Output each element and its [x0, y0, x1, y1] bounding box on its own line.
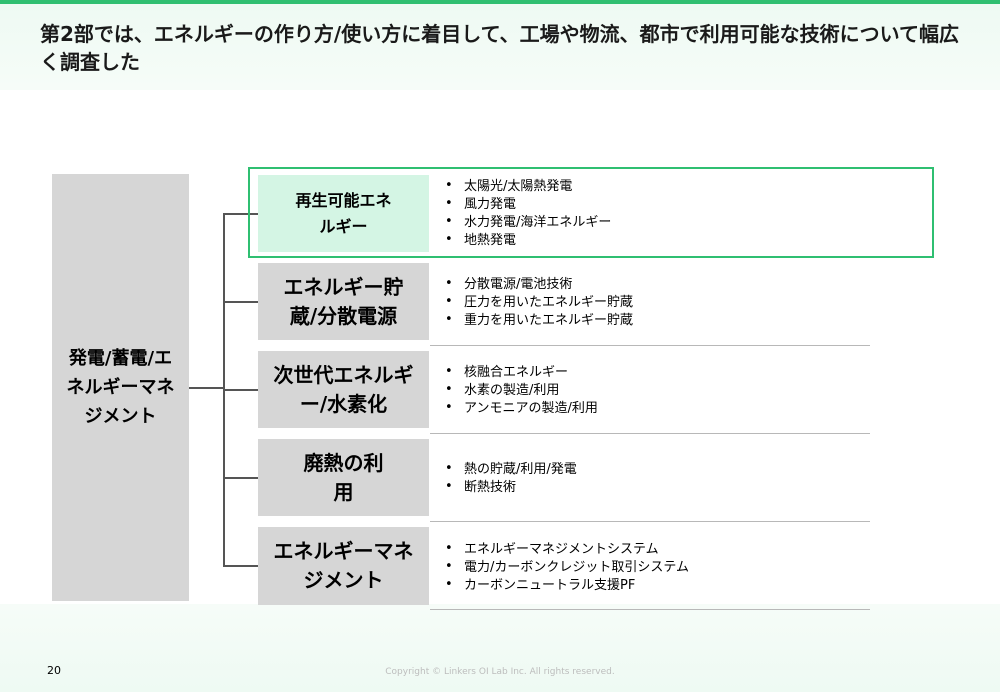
- page-number: 20: [47, 664, 61, 677]
- category-box-renewable: 再生可能エネルギー: [258, 175, 429, 252]
- root-category-box: 発電/蓄電/エネルギーマネジメント: [52, 174, 189, 601]
- list-item: 電力/カーボンクレジット取引システム: [436, 558, 866, 577]
- category-box-waste-heat: 廃熱の利用: [258, 439, 429, 516]
- list-item: 熱の貯蔵/利用/発電: [436, 460, 866, 479]
- item-list-storage: 分散電源/電池技術 圧力を用いたエネルギー貯蔵 重力を用いたエネルギー貯蔵: [436, 275, 866, 330]
- list-item: 圧力を用いたエネルギー貯蔵: [436, 293, 866, 312]
- list-item: 水力発電/海洋エネルギー: [436, 213, 866, 232]
- list-item: 風力発電: [436, 195, 866, 214]
- top-accent-bar: [0, 0, 1000, 4]
- footer-band: [0, 604, 1000, 692]
- row-separator: [430, 609, 870, 610]
- category-label-storage: エネルギー貯蔵/分散電源: [283, 274, 404, 328]
- list-item: 水素の製造/利用: [436, 381, 866, 400]
- category-label-management: エネルギーマネジメント: [273, 539, 414, 592]
- item-list-management: エネルギーマネジメントシステム 電力/カーボンクレジット取引システム カーボンニ…: [436, 540, 866, 595]
- copyright-notice: Copyright © Linkers OI Lab Inc. All righ…: [385, 667, 615, 677]
- list-item: 断熱技術: [436, 478, 866, 497]
- list-item: 重力を用いたエネルギー貯蔵: [436, 311, 866, 330]
- list-item: 地熱発電: [436, 231, 866, 250]
- category-label-waste-heat: 廃熱の利用: [303, 450, 384, 504]
- category-box-storage: エネルギー貯蔵/分散電源: [258, 263, 429, 340]
- row-separator: [430, 433, 870, 434]
- list-item: 太陽光/太陽熱発電: [436, 177, 866, 196]
- list-item: カーボンニュートラル支援PF: [436, 576, 866, 595]
- page-title: 第2部では、エネルギーの作り方/使い方に着目して、工場や物流、都市で利用可能な技…: [40, 22, 960, 74]
- category-box-next-gen: 次世代エネルギー/水素化: [258, 351, 429, 428]
- connector-branch-3: [223, 389, 258, 391]
- list-item: 核融合エネルギー: [436, 363, 866, 382]
- item-list-next-gen: 核融合エネルギー 水素の製造/利用 アンモニアの製造/利用: [436, 363, 866, 418]
- list-item: アンモニアの製造/利用: [436, 399, 866, 418]
- row-separator: [430, 521, 870, 522]
- connector-branch-2: [223, 301, 258, 303]
- connector-branch-5: [223, 565, 258, 567]
- highlight-frame: [248, 167, 934, 258]
- category-label-next-gen: 次世代エネルギー/水素化: [273, 362, 414, 416]
- header-band: [0, 4, 1000, 90]
- category-label-renewable: 再生可能エネルギー: [295, 190, 392, 236]
- connector-branch-4: [223, 477, 258, 479]
- connector-root: [189, 387, 224, 389]
- row-separator: [430, 345, 870, 346]
- category-box-management: エネルギーマネジメント: [258, 527, 429, 605]
- item-list-waste-heat: 熱の貯蔵/利用/発電 断熱技術: [436, 460, 866, 497]
- root-category-label: 発電/蓄電/エネルギーマネジメント: [66, 348, 175, 427]
- connector-branch-1: [223, 213, 258, 215]
- item-list-renewable: 太陽光/太陽熱発電 風力発電 水力発電/海洋エネルギー 地熱発電: [436, 177, 866, 250]
- list-item: エネルギーマネジメントシステム: [436, 540, 866, 559]
- list-item: 分散電源/電池技術: [436, 275, 866, 294]
